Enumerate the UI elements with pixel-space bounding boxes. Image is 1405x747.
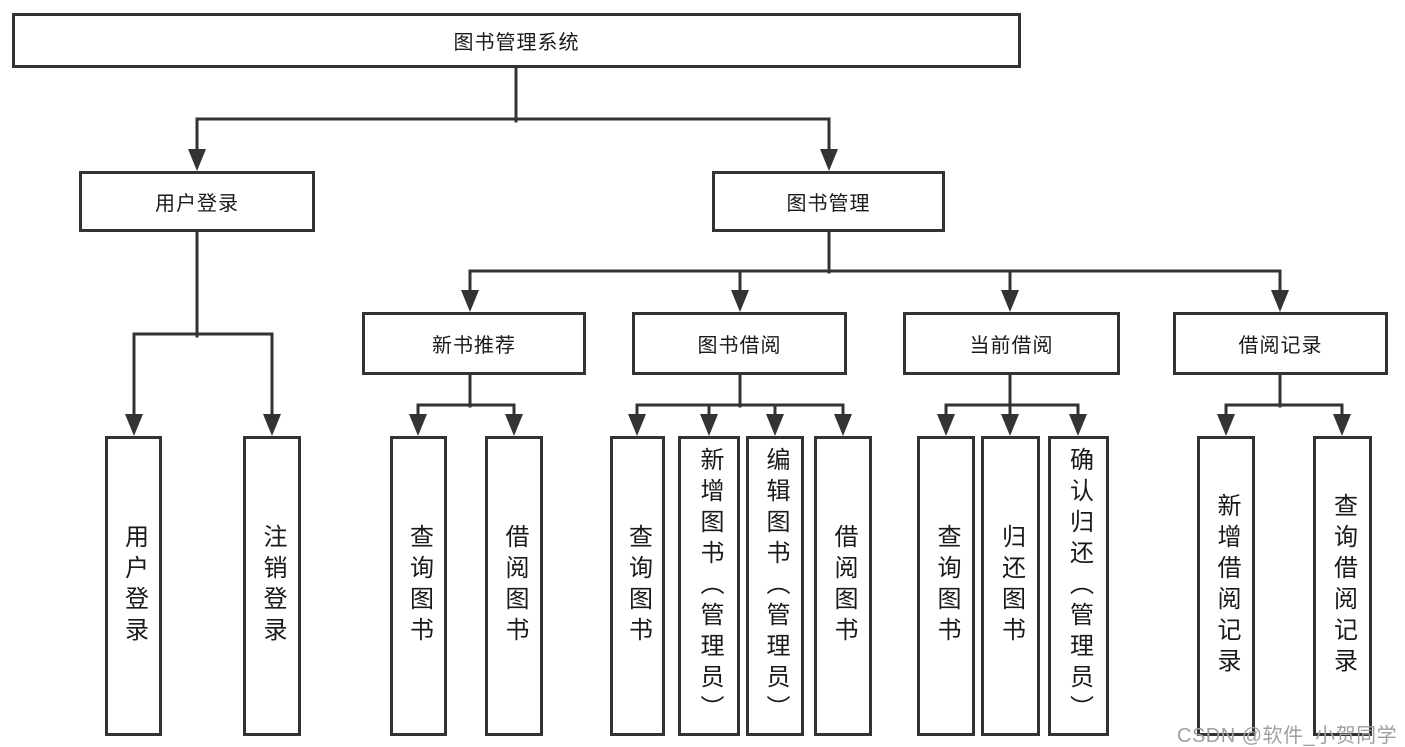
arrow-down-icon [700, 414, 718, 436]
connector-line-bookmgmt-branch [468, 230, 1282, 295]
arrow-down-icon [766, 414, 784, 436]
node-bb-borrow-books-label: 借阅图书 [830, 524, 857, 648]
node-user-login-label: 用户登录 [120, 524, 148, 648]
arrow-down-icon [1217, 414, 1235, 436]
arrow-down-icon [1271, 290, 1289, 312]
arrow-down-icon [125, 414, 143, 436]
node-logout-label: 注销登录 [259, 524, 286, 648]
connector-line-userlogin-branch [132, 230, 274, 419]
node-current-borrow-label: 当前借阅 [969, 335, 1054, 357]
connector-line-newbookrec-branch [416, 373, 516, 419]
node-bb-borrow-books: 借阅图书 [814, 436, 872, 736]
arrow-down-icon [1069, 414, 1087, 436]
node-current-borrow: 当前借阅 [903, 312, 1120, 375]
node-br-add-record: 新增借阅记录 [1197, 436, 1255, 736]
node-borrow-records-label: 借阅记录 [1238, 335, 1323, 357]
node-bb-edit-books-label: 编辑图书（管理员） [762, 446, 789, 726]
node-user-login-group-label: 用户登录 [155, 193, 239, 215]
connector-line-borrowrecords-branch [1224, 373, 1344, 419]
node-book-mgmt-group-label: 图书管理 [786, 193, 871, 215]
arrow-down-icon [731, 290, 749, 312]
arrow-down-icon [461, 290, 479, 312]
node-bb-add-books-label: 新增图书（管理员） [696, 446, 723, 726]
node-nbr-borrow-books-label: 借阅图书 [501, 524, 528, 648]
arrow-down-icon [263, 414, 281, 436]
arrow-down-icon [937, 414, 955, 436]
node-br-add-record-label: 新增借阅记录 [1213, 493, 1240, 679]
arrow-down-icon [628, 414, 646, 436]
arrow-down-icon [1001, 414, 1019, 436]
connector-line-currentborrow-branch [944, 373, 1080, 419]
node-br-query-record: 查询借阅记录 [1313, 436, 1372, 736]
node-cb-query-books: 查询图书 [917, 436, 975, 736]
arrow-down-icon [834, 414, 852, 436]
node-nbr-query-books: 查询图书 [390, 436, 447, 736]
node-book-borrow: 图书借阅 [632, 312, 847, 375]
node-user-login: 用户登录 [105, 436, 162, 736]
node-borrow-records: 借阅记录 [1173, 312, 1388, 375]
connector-line-root-to-level2 [195, 66, 831, 154]
node-book-mgmt-group: 图书管理 [712, 171, 945, 232]
node-logout: 注销登录 [243, 436, 301, 736]
node-root-label: 图书管理系统 [453, 32, 580, 54]
node-new-book-rec: 新书推荐 [362, 312, 586, 375]
node-cb-query-books-label: 查询图书 [933, 524, 960, 648]
node-bb-add-books: 新增图书（管理员） [678, 436, 740, 736]
node-book-borrow-label: 图书借阅 [697, 335, 782, 357]
arrow-down-icon [409, 414, 427, 436]
node-br-query-record-label: 查询借阅记录 [1329, 493, 1357, 679]
node-cb-return-books-label: 归还图书 [997, 524, 1025, 648]
node-nbr-query-books-label: 查询图书 [405, 524, 433, 648]
node-bb-edit-books: 编辑图书（管理员） [746, 436, 804, 736]
arrow-down-icon [505, 414, 523, 436]
arrow-down-icon [188, 149, 206, 171]
node-cb-confirm-return-label: 确认归还（管理员） [1065, 446, 1093, 726]
node-cb-confirm-return: 确认归还（管理员） [1048, 436, 1109, 736]
arrow-down-icon [1001, 290, 1019, 312]
node-new-book-rec-label: 新书推荐 [432, 335, 516, 357]
node-user-login-group: 用户登录 [79, 171, 315, 232]
node-bb-query-books: 查询图书 [610, 436, 665, 736]
node-cb-return-books: 归还图书 [981, 436, 1040, 736]
node-nbr-borrow-books: 借阅图书 [485, 436, 543, 736]
arrow-down-icon [820, 149, 838, 171]
node-bb-query-books-label: 查询图书 [624, 524, 652, 648]
arrow-down-icon [1333, 414, 1351, 436]
watermark: CSDN @软件_小贺同学 [1177, 725, 1398, 747]
node-root: 图书管理系统 [12, 13, 1021, 68]
connector-line-bookborrow-branch [635, 373, 845, 419]
